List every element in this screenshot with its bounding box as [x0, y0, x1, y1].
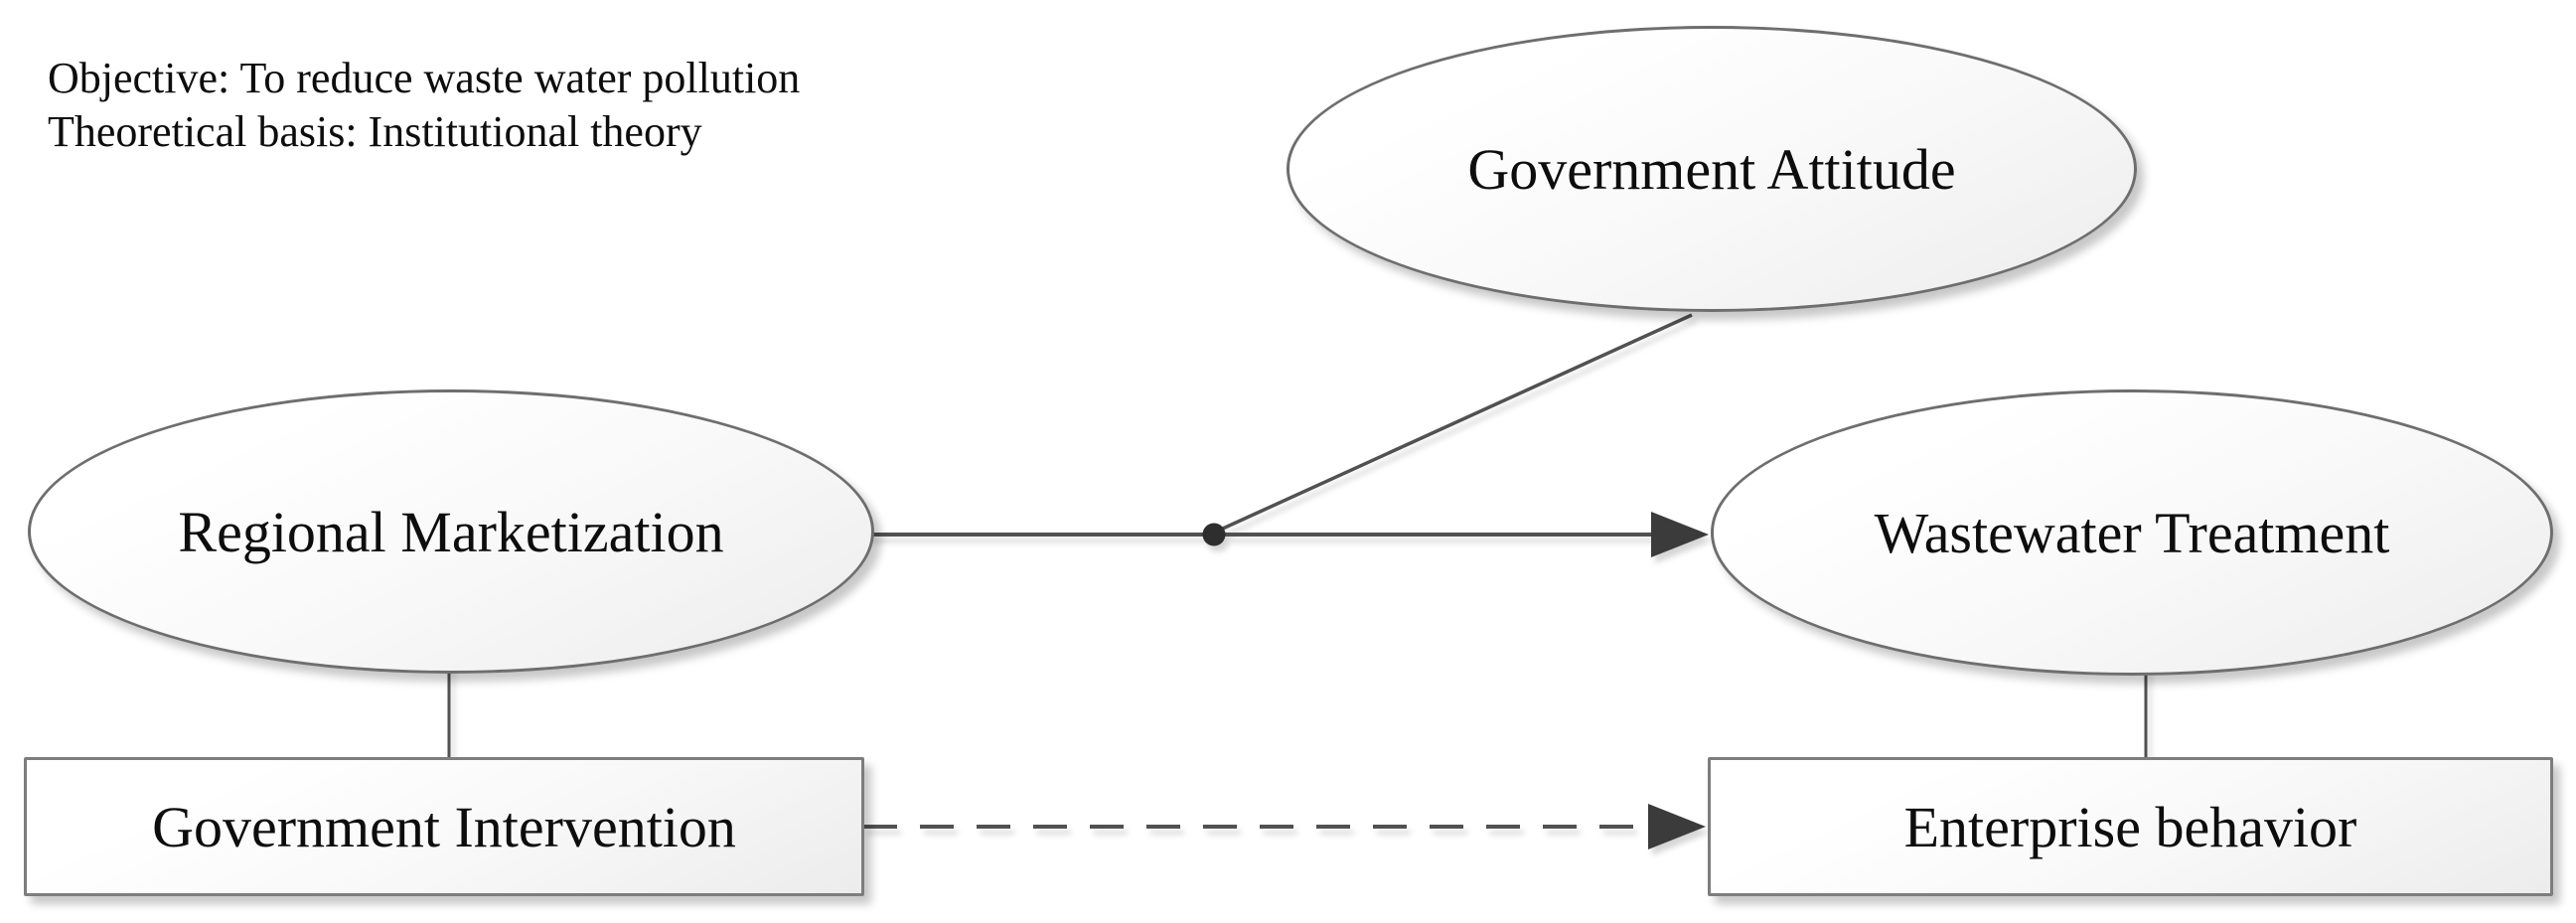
node-enterprise-behavior: Enterprise behavior — [1708, 757, 2553, 896]
diagram-note: Objective: To reduce waste water polluti… — [48, 52, 800, 159]
arrowhead-behavior — [1648, 804, 1706, 849]
node-label-enterprise-behavior: Enterprise behavior — [1903, 794, 2357, 859]
arrowhead-treatment — [1651, 512, 1709, 557]
node-label-government-attitude: Government Attitude — [1467, 136, 1956, 202]
edge-attitude-moderation — [1213, 313, 1693, 535]
note-objective: Objective: To reduce waste water polluti… — [48, 54, 801, 102]
node-government-intervention: Government Intervention — [24, 757, 864, 896]
node-regional-marketization: Regional Marketization — [28, 389, 874, 674]
node-government-attitude: Government Attitude — [1287, 26, 2137, 312]
node-label-government-intervention: Government Intervention — [152, 794, 736, 859]
node-label-wastewater-treatment: Wastewater Treatment — [1874, 500, 2390, 565]
junction-dot — [1202, 523, 1226, 546]
note-theoretical-basis: Theoretical basis: Institutional theory — [48, 107, 702, 156]
node-wastewater-treatment: Wastewater Treatment — [1711, 389, 2553, 676]
node-label-regional-marketization: Regional Marketization — [178, 499, 724, 564]
